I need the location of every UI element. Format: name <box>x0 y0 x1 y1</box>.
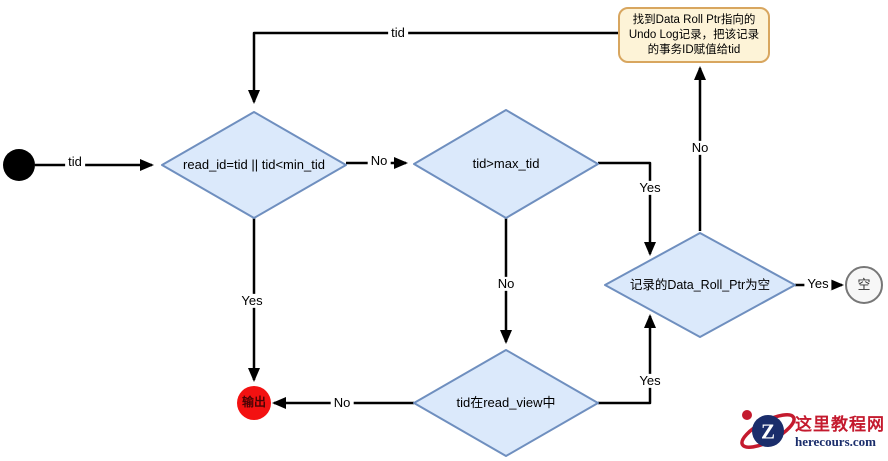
logo-circle <box>752 415 784 447</box>
site-domain: herecours.com <box>795 434 876 449</box>
edge-label-d1-yes: Yes <box>238 293 266 309</box>
decision-diamond-max-tid <box>413 109 599 219</box>
note-box <box>618 7 770 63</box>
edge-label-d2-yes: Yes <box>636 180 664 196</box>
logo-orbit-dot <box>742 410 752 420</box>
connector-d2-yes-to-d3 <box>598 161 656 256</box>
site-name: 这里教程网 <box>795 415 885 434</box>
logo-z-icon: Z <box>740 410 796 449</box>
empty-state-circle <box>845 266 883 304</box>
edge-label-d2-no: No <box>494 276 518 292</box>
decision-diamond-read-id <box>161 111 347 219</box>
note-line-2: Undo Log记录，把该记录 <box>628 28 760 41</box>
start-state-circle <box>3 149 35 181</box>
connector-note-to-d1 <box>248 31 619 104</box>
logo-letter: Z <box>761 420 775 444</box>
note-line-3: 的事务ID赋值给tid <box>647 43 741 56</box>
edge-label-d3-yes: Yes <box>804 276 832 292</box>
edge-label-start-tid: tid <box>65 154 85 170</box>
note-text: 找到Data Roll Ptr指向的 Undo Log记录，把该记录 的事务ID… <box>619 8 769 62</box>
output-state-circle <box>237 386 271 420</box>
edge-label-d4-no: No <box>330 395 354 411</box>
decision-diamond-read-view <box>413 349 599 457</box>
edge-label-d4-yes: Yes <box>636 373 664 389</box>
edge-label-loop-tid: tid <box>388 25 408 41</box>
edge-label-d3-no: No <box>688 140 712 156</box>
decision-diamond-data-roll-ptr <box>604 232 796 338</box>
connector-d4-yes-to-d3 <box>598 314 656 405</box>
site-logo-mark: Z <box>735 404 801 461</box>
site-logo: Z 这里教程网 herecours.com <box>735 404 888 461</box>
edge-label-d1-no: No <box>367 153 391 169</box>
note-line-1: 找到Data Roll Ptr指向的 <box>632 13 756 26</box>
site-logo-text: 这里教程网 herecours.com <box>795 415 885 450</box>
